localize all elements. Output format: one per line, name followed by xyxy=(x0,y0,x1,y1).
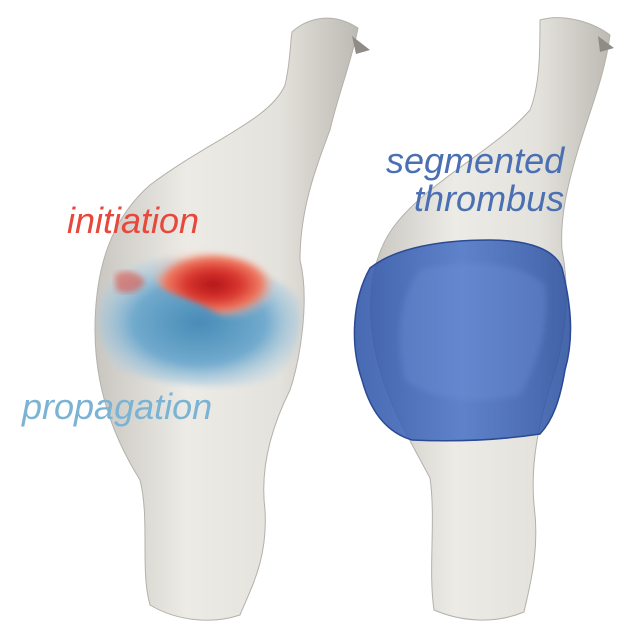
segmented-thrombus-label: segmented thrombus xyxy=(386,142,564,218)
left-vessel-top-opening xyxy=(352,36,370,54)
segmented-label-line2: thrombus xyxy=(386,180,564,218)
left-vessel-model xyxy=(95,18,370,620)
initiation-label: initiation xyxy=(67,202,199,240)
propagation-label: propagation xyxy=(22,388,212,426)
thrombus-highlight xyxy=(400,263,547,400)
segmented-label-line1: segmented xyxy=(386,142,564,180)
right-vessel-model xyxy=(354,18,614,620)
